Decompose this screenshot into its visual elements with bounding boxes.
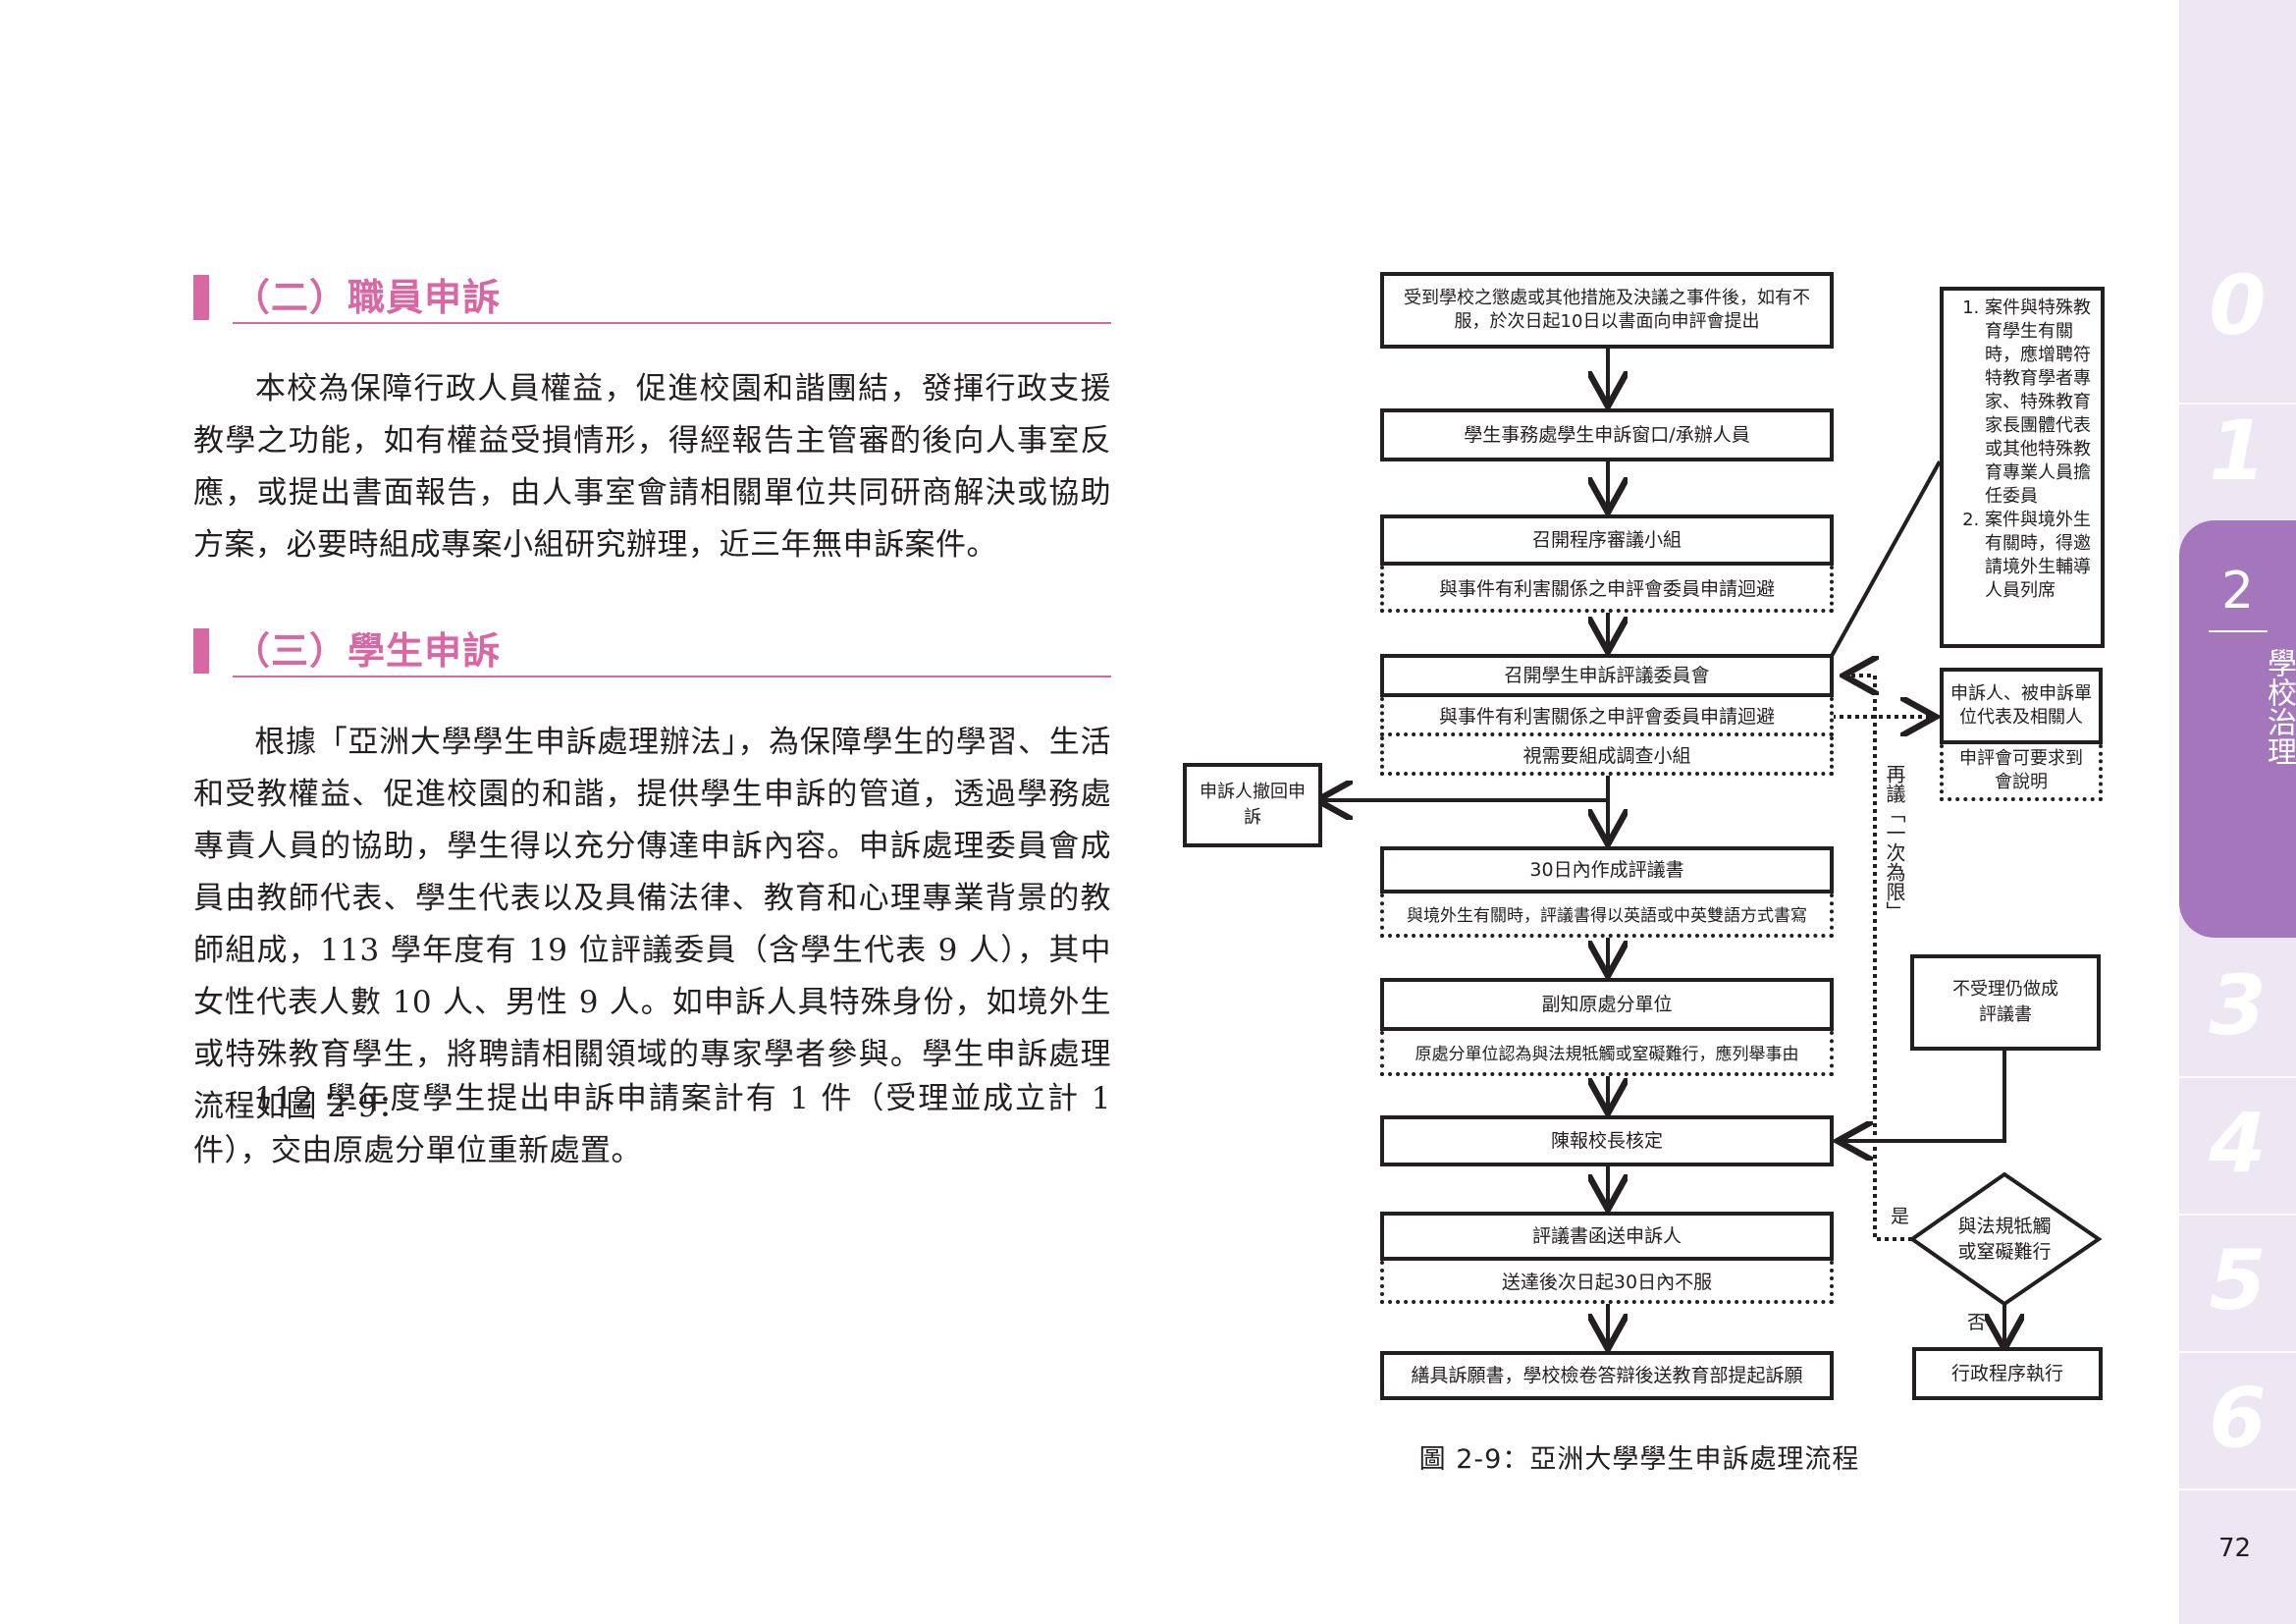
note-item: 案件與特殊教育學生有關時，應增聘符特教育學者專家、特殊教育家長團體代表或其他特殊… xyxy=(1985,297,2093,509)
figure-caption: 圖 2-9：亞洲大學學生申訴處理流程 xyxy=(1418,1444,1860,1475)
flow-step-4-sub2: 視需要組成調查小組 xyxy=(1380,736,1834,776)
tab-divider xyxy=(2179,403,2296,405)
page-number: 72 xyxy=(2218,1534,2252,1563)
flow-no-label: 否 xyxy=(1967,1312,1987,1333)
paragraph-staff: 本校為保障行政人員權益，促進校園和諧團結，發揮行政支援教學之功能，如有權益受損情… xyxy=(193,371,1111,563)
flow-step-4-sub1: 與事件有利害關係之申評會委員申請迴避 xyxy=(1380,697,1834,736)
heading-bar xyxy=(193,275,209,320)
active-chapter-number: 2 xyxy=(2220,562,2255,621)
chapter-tab-6[interactable]: 6 xyxy=(2209,1370,2267,1466)
flow-step-3: 召開程序審議小組 xyxy=(1380,514,1834,566)
flow-step-6: 副知原處分單位 xyxy=(1380,978,1834,1031)
flow-step-8: 評議書函送申訴人 xyxy=(1380,1212,1834,1261)
flow-not-accept-box: 不受理仍做成評議書 xyxy=(1910,954,2101,1051)
flow-step-9: 繕具訴願書，學校檢卷答辯後送教育部提起訴願 xyxy=(1380,1351,1834,1400)
flow-decision-label: 與法規牴觸或窒礙難行 xyxy=(1957,1216,2052,1263)
flow-step-1: 受到學校之懲處或其他措施及決議之事件後，如有不服，於次日起10日以書面向申評會提… xyxy=(1380,272,1834,349)
flow-reconsider-label: 再議「一次為限」 xyxy=(1883,764,1906,921)
section-title: （三）學生申訴 xyxy=(233,629,502,673)
chapter-tab-1[interactable]: 1 xyxy=(2209,403,2267,499)
section-title: （二）職員申訴 xyxy=(233,276,502,319)
heading-rule xyxy=(233,322,1111,324)
tab-divider xyxy=(2179,1076,2296,1078)
flow-step-7: 陳報校長核定 xyxy=(1380,1115,1834,1166)
flow-step-5-sub: 與境外生有關時，評議書得以英語或中英雙語方式書寫 xyxy=(1380,893,1834,938)
paragraph-student: 根據「亞洲大學學生申訴處理辦法」，為保障學生的學習、生活和受教權益、促進校園的和… xyxy=(193,725,1111,1124)
flow-step-5: 30日內作成評議書 xyxy=(1380,846,1834,893)
flow-explain-box: 申訴人、被申訴單位代表及相關人 xyxy=(1940,668,2103,744)
chapter-tab-4[interactable]: 4 xyxy=(2209,1095,2267,1191)
paragraph-stat: 112 學年度學生提出申訴申請案計有 1 件（受理並成立計 1 件），交由原處分… xyxy=(193,1081,1111,1168)
active-tab-rule xyxy=(2209,630,2268,632)
active-chapter-label: 學校治理 xyxy=(2262,648,2296,766)
chapter-tab-0[interactable]: 0 xyxy=(2209,257,2267,353)
flow-step-2: 學生事務處學生申訴窗口/承辦人員 xyxy=(1380,408,1834,461)
section-heading-student: （三）學生申訴 xyxy=(193,619,1111,677)
chapter-tab-5[interactable]: 5 xyxy=(2209,1232,2267,1328)
flow-step-3-sub: 與事件有利害關係之申評會委員申請迴避 xyxy=(1380,566,1834,613)
flow-notes-box: 案件與特殊教育學生有關時，應增聘符特教育學者專家、特殊教育家長團體代表或其他特殊… xyxy=(1940,287,2105,648)
chapter-tab-3[interactable]: 3 xyxy=(2209,957,2267,1054)
flow-yes-label: 是 xyxy=(1891,1206,1910,1227)
flow-explain-sub: 申評會可要求到會說明 xyxy=(1940,744,2103,801)
note-item: 案件與境外生有關時，得邀請境外生輔導人員列席 xyxy=(1985,509,2093,603)
tab-divider xyxy=(2179,1351,2296,1353)
flow-step-8-sub: 送達後次日起30日內不服 xyxy=(1380,1261,1834,1304)
section-heading-staff: （二）職員申訴 xyxy=(193,265,1111,324)
tab-divider xyxy=(2179,1214,2296,1216)
flow-admin-box: 行政程序執行 xyxy=(1912,1347,2103,1400)
heading-bar xyxy=(193,628,209,674)
chapter-tab-active[interactable]: 2 學校治理 xyxy=(2179,520,2296,938)
tab-divider xyxy=(2179,1489,2296,1490)
flow-step-4: 召開學生申訴評議委員會 xyxy=(1380,654,1834,697)
flow-step-6-sub: 原處分單位認為與法規牴觸或窒礙難行，應列舉事由 xyxy=(1380,1031,1834,1076)
flow-withdraw: 申訴人撤回申訴 xyxy=(1183,763,1322,847)
heading-rule xyxy=(233,676,1111,677)
